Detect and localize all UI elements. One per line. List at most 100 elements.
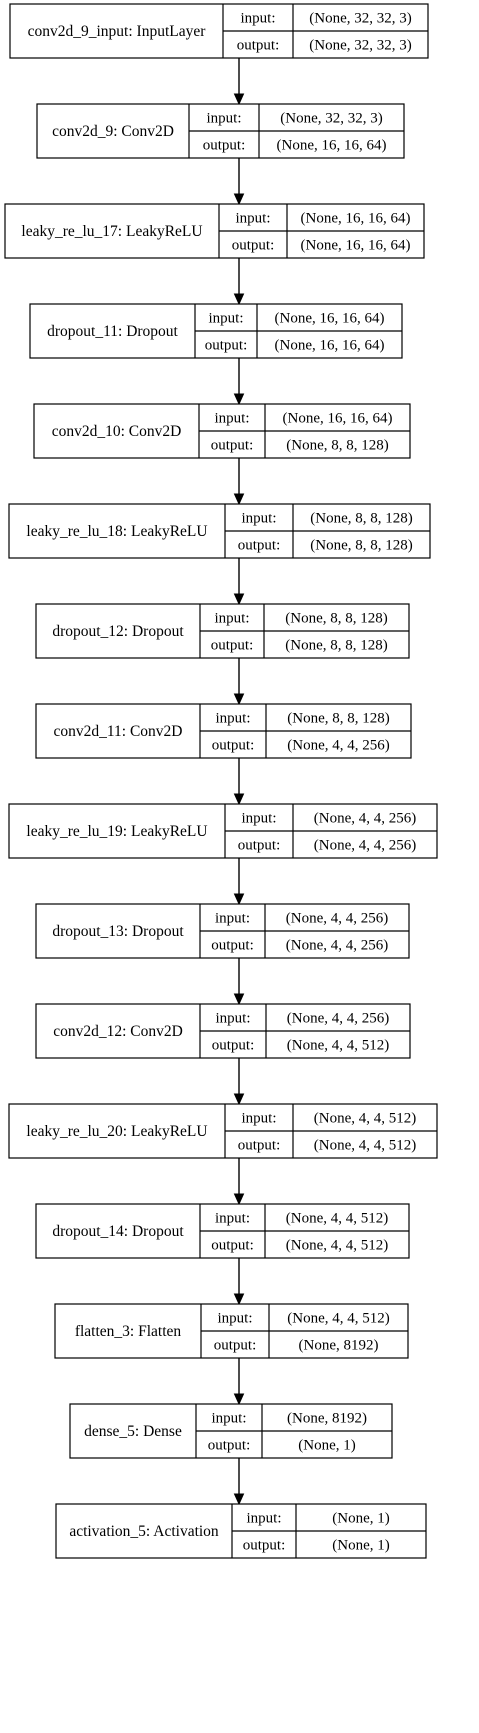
edge-arrowhead [233,1293,245,1306]
input-shape: (None, 32, 32, 3) [280,111,382,127]
output-label: output: [205,338,248,354]
input-label: input: [235,211,270,227]
edge-arrowhead [233,1193,245,1206]
edge-arrowhead [233,93,245,106]
output-shape: (None, 16, 16, 64) [277,138,387,154]
layer-name: dropout_13: Dropout [52,923,184,940]
output-label: output: [203,138,246,154]
layer-name: conv2d_12: Conv2D [53,1023,183,1040]
edge-arrowhead [233,593,245,606]
input-shape: (None, 8192) [287,1411,367,1427]
layer-name: conv2d_11: Conv2D [53,723,182,740]
output-shape: (None, 8, 8, 128) [286,438,388,454]
layer-node: leaky_re_lu_18: LeakyReLUinput:output:(N… [8,503,431,559]
edge-arrowhead [233,893,245,906]
layer-node: dropout_12: Dropout input: output: (None, 8… [35,603,410,659]
output-shape: (None, 4, 4, 512) [314,1138,416,1154]
layer-name: conv2d_9_input: InputLayer [28,23,207,40]
layer-name: activation_5: Activation [69,1523,219,1540]
output-shape: (None, 1) [332,1538,389,1554]
output-label: output: [212,738,255,754]
layer-name: dense_5: Dense [84,1423,182,1440]
input-shape: (None, 16, 16, 64) [275,311,385,327]
input-label: input: [241,1111,276,1127]
layer-name: leaky_re_lu_18: LeakyReLU [26,523,207,540]
output-shape: (None, 32, 32, 3) [309,38,411,54]
input-label: input: [215,1011,250,1027]
output-label: output: [238,538,281,554]
layer-node: leaky_re_lu_17: LeakyReLUinput:output:(N… [4,203,425,259]
output-shape: (None, 4, 4, 256) [287,738,389,754]
input-label: input: [215,911,250,927]
output-label: output: [214,1338,257,1354]
layer-node: dropout_13: Dropout input: output: (None, 4… [35,903,410,959]
edge-arrowhead [233,293,245,306]
input-label: input: [246,1511,281,1527]
input-shape: (None, 4, 4, 512) [314,1111,416,1127]
layer-name: conv2d_9: Conv2D [52,123,174,140]
layer-name: leaky_re_lu_17: LeakyReLU [21,223,202,240]
input-label: input: [211,1411,246,1427]
input-shape: (None, 1) [332,1511,389,1527]
graph-edges [233,58,245,1506]
layer-name: dropout_11: Dropout [47,323,178,340]
layer-node: leaky_re_lu_20: LeakyReLU input: output: (N… [8,1103,438,1159]
output-shape: (None, 1) [298,1438,355,1454]
layer-name: flatten_3: Flatten [75,1323,182,1340]
output-label: output: [211,438,254,454]
input-label: input: [208,311,243,327]
output-label: output: [237,38,280,54]
output-shape: (None, 16, 16, 64) [275,338,385,354]
input-label: input: [217,1311,252,1327]
output-label: output: [211,638,254,654]
input-label: input: [214,611,249,627]
layer-node: conv2d_12: Conv2D input: output: (None, 4, … [35,1003,411,1059]
input-shape: (None, 4, 4, 256) [287,1011,389,1027]
input-shape: (None, 16, 16, 64) [301,211,411,227]
input-label: input: [241,811,276,827]
layer-node: conv2d_9_input: InputLayer input: output: (… [9,3,429,59]
output-shape: (None, 8, 8, 128) [285,638,387,654]
edge-arrowhead [233,1093,245,1106]
output-label: output: [212,1038,255,1054]
edge-arrowhead [233,193,245,206]
input-label: input: [240,11,275,27]
output-shape: (None, 8192) [299,1338,379,1354]
input-shape: (None, 4, 4, 512) [286,1211,388,1227]
edge-arrowhead [233,1493,245,1506]
output-label: output: [238,1138,281,1154]
layer-name: conv2d_10: Conv2D [52,423,182,440]
edge-arrowhead [233,793,245,806]
layer-node: leaky_re_lu_19: LeakyReLU input: output: (N… [8,803,438,859]
output-label: output: [211,938,254,954]
edge-arrowhead [233,393,245,406]
input-label: input: [206,111,241,127]
edge-arrowhead [233,1393,245,1406]
input-shape: (None, 8, 8, 128) [287,711,389,727]
output-shape: (None, 4, 4, 256) [286,938,388,954]
layer-node: conv2d_9: Conv2D input: output: (None, 32, … [36,103,405,159]
layer-node: conv2d_11: Conv2D input: output: (None, 8, … [35,703,412,759]
layer-name: dropout_12: Dropout [52,623,184,640]
layer-name: leaky_re_lu_19: LeakyReLU [26,823,207,840]
input-shape: (None, 8, 8, 128) [285,611,387,627]
output-label: output: [238,838,281,854]
input-label: input: [215,711,250,727]
input-shape: (None, 16, 16, 64) [283,411,393,427]
edge-arrowhead [233,693,245,706]
output-label: output: [208,1438,251,1454]
edge-arrowhead [233,493,245,506]
graph-nodes: conv2d_9_input: InputLayer input: output: (… [4,3,438,1559]
input-shape: (None, 4, 4, 256) [286,911,388,927]
edge-arrowhead [233,993,245,1006]
input-shape: (None, 4, 4, 256) [314,811,416,827]
layer-name: dropout_14: Dropout [52,1223,184,1240]
layer-name: leaky_re_lu_20: LeakyReLU [26,1123,207,1140]
layer-node: dense_5: Dense input: output: (None, 8192) (… [69,1403,393,1459]
layer-node: dropout_11: Dropout input: output: (None, 1… [29,303,403,359]
output-shape: (None, 16, 16, 64) [301,238,411,254]
input-label: input: [241,511,276,527]
